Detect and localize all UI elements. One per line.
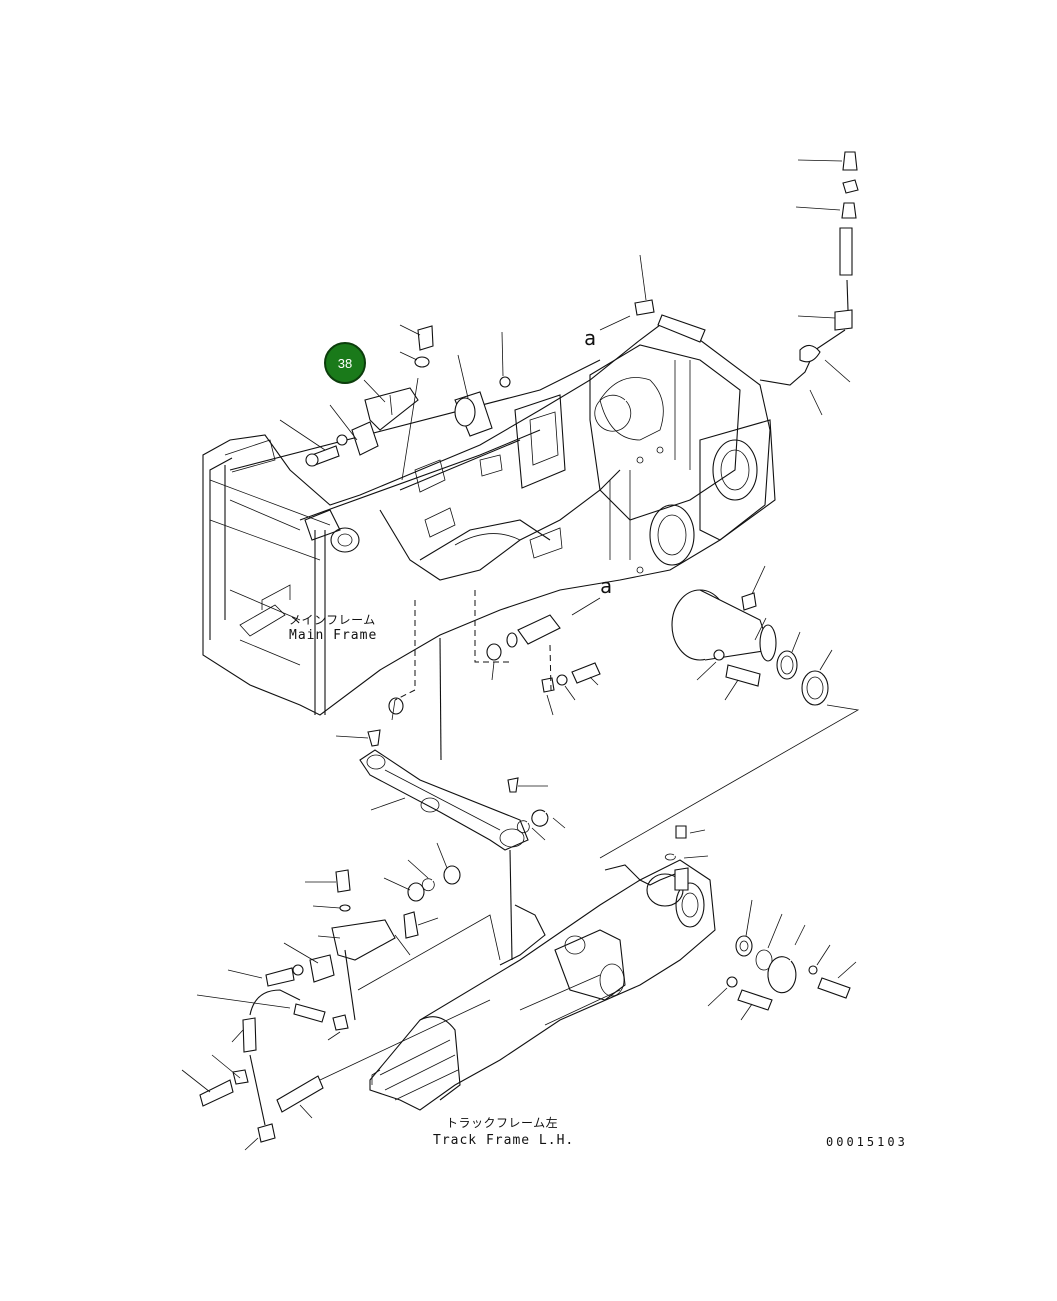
part-callout-badge[interactable]: 38 [324,342,366,384]
track-rear-hardware [707,899,857,1021]
track-frame-label-en: Track Frame L.H. [433,1133,575,1148]
pivot-hub-parts [454,254,706,616]
main-frame-drawing [202,324,776,716]
pin-hardware [383,842,461,902]
pivot-shaft-parts [474,590,601,716]
section-mark-top: a [584,326,598,350]
main-frame-label-en: Main Frame [289,628,378,643]
track-frame-label-jp: トラックフレーム左 [446,1116,559,1130]
bracket-group-38 [279,324,434,481]
section-mark-bottom: a [600,574,614,598]
equalizer-bar [335,600,566,961]
lower-bracket-parts [181,869,501,1151]
grease-line-parts [759,151,859,416]
hub-assembly [599,565,860,859]
main-frame-label-jp: メインフレーム [289,613,376,627]
drawing-number: 00015103 [826,1135,908,1149]
track-frame-drawing [369,825,716,1111]
